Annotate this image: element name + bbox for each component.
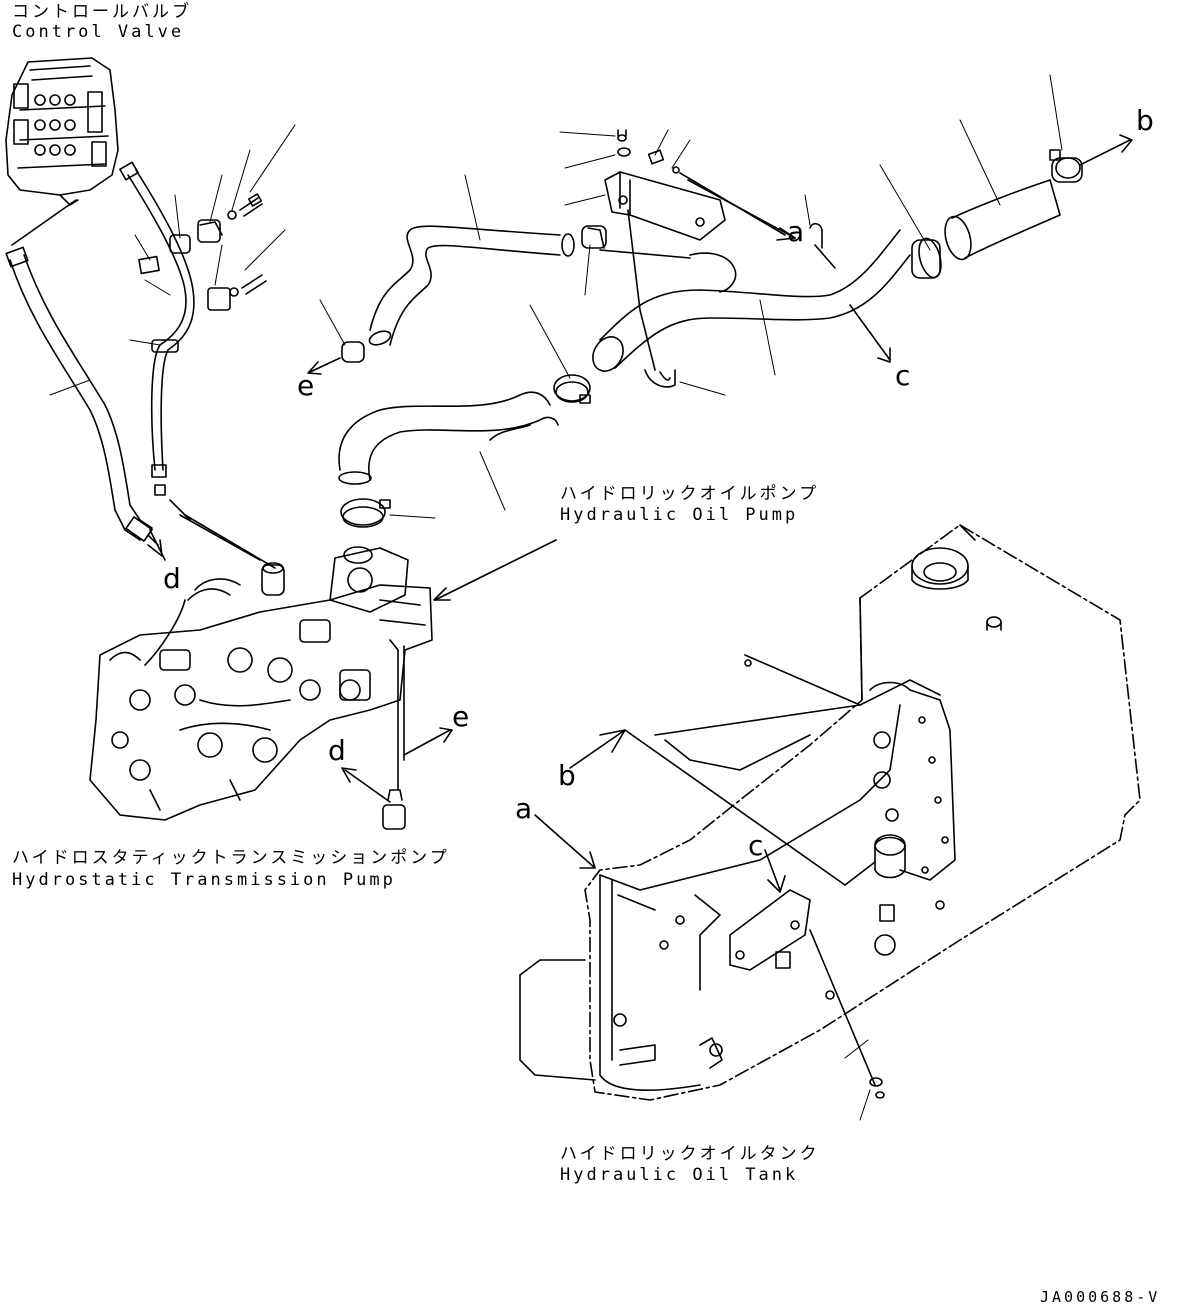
- clamp-center: [553, 374, 591, 404]
- connector-e-upper: e: [297, 369, 315, 402]
- leader-lines-upper-right: [319, 74, 1063, 519]
- pump-assembly: [89, 546, 433, 830]
- control-valve-label-en: Control Valve: [12, 22, 185, 42]
- hydraulic-oil-tank: [519, 524, 1141, 1101]
- control-valve-label-jp: コントロールバルブ: [12, 2, 192, 22]
- connector-a-tank: a: [515, 792, 533, 825]
- hst-pump-label-en: Hydrostatic Transmission Pump: [12, 870, 396, 890]
- hose-thin: [119, 161, 261, 561]
- connector-b-tank: b: [558, 759, 576, 792]
- pipe-curved-lower: [338, 391, 559, 528]
- hydraulic-oil-tank-label-jp: ハイドロリックオイルタンク: [560, 1144, 820, 1164]
- pipe-s-upper: [341, 225, 575, 363]
- bracket-upper: [604, 129, 836, 388]
- connector-e-lower: e: [452, 700, 470, 733]
- connector-d-upper: d: [163, 562, 181, 595]
- drawing-code: JA000688-V: [1040, 1288, 1161, 1304]
- connector-arrows-upper: [307, 134, 1133, 375]
- hose-left: [5, 246, 159, 546]
- connector-c-tank: c: [748, 829, 764, 862]
- control-valve: [5, 57, 119, 246]
- leader-lines-upper-left: [49, 124, 296, 396]
- connector-lines: [147, 514, 276, 569]
- connector-arrows-pump: [341, 539, 557, 803]
- connector-c-upper: c: [895, 359, 911, 392]
- hydraulic-oil-tank-label-en: Hydraulic Oil Tank: [560, 1165, 799, 1185]
- clamp-parts-upper-left: [138, 193, 267, 311]
- hydraulic-oil-pump-label-jp: ハイドロリックオイルポンプ: [560, 484, 820, 504]
- pipe-main-upper-right: [581, 225, 911, 372]
- hst-pump-label-jp: ハイドロスタティックトランスミッションポンプ: [12, 848, 450, 868]
- pipe-short-right: [911, 149, 1083, 279]
- connector-arrows-tank: [534, 729, 876, 1121]
- connector-a-upper: a: [787, 215, 805, 248]
- connector-d-lower: d: [328, 734, 346, 767]
- hydraulic-oil-pump-label-en: Hydraulic Oil Pump: [560, 505, 799, 525]
- connector-b-upper: b: [1136, 104, 1154, 137]
